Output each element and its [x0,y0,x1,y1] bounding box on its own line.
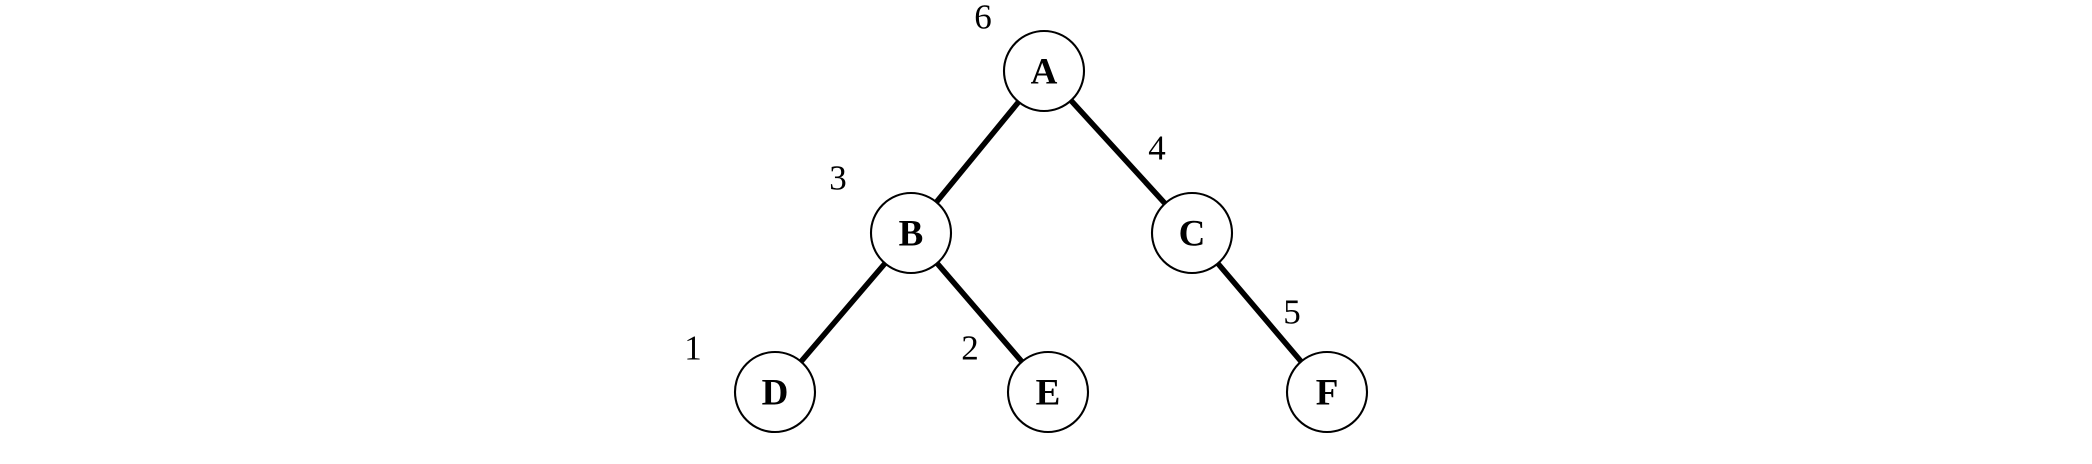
tree-edge-b-e [934,260,1025,365]
tree-node-f[interactable]: F [1285,350,1369,434]
tree-node-e[interactable]: E [1006,350,1090,434]
node-label-a: A [1031,52,1058,93]
tree-edge-a-c [1068,97,1168,207]
node-circle-b [869,191,953,275]
weight-label-d: 1 [684,329,702,368]
node-label-e: E [1036,373,1061,414]
weight-label-c: 4 [1148,129,1166,168]
tree-edge-a-b [933,99,1022,205]
weight-label-a: 6 [974,0,992,37]
edges-layer [798,97,1304,365]
tree-edge-c-f [1215,260,1304,365]
node-label-c: C [1179,214,1206,255]
tree-node-a[interactable]: A [1002,29,1086,113]
tree-edge-b-d [798,260,888,365]
weight-label-f: 5 [1283,293,1301,332]
node-label-d: D [762,373,789,414]
node-circle-e [1006,350,1090,434]
node-circle-d [733,350,817,434]
weight-label-e: 2 [961,329,979,368]
tree-node-c[interactable]: C [1150,191,1234,275]
tree-node-b[interactable]: B [869,191,953,275]
nodes-layer: A B C D E F [733,29,1369,434]
node-label-b: B [899,214,924,255]
weight-labels-layer: 6 3 4 1 2 5 [684,0,1301,368]
node-circle-f [1285,350,1369,434]
node-circle-c [1150,191,1234,275]
weight-label-b: 3 [829,159,847,198]
tree-node-d[interactable]: D [733,350,817,434]
node-circle-a [1002,29,1086,113]
node-label-f: F [1316,373,1339,414]
